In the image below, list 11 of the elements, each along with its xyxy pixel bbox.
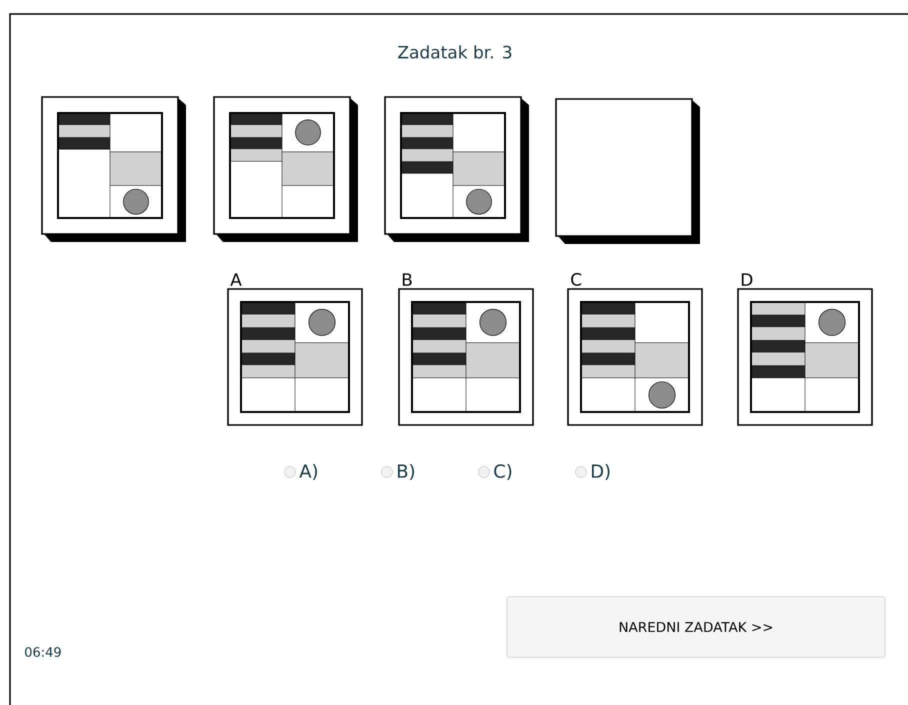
- option-letter: C: [571, 272, 582, 286]
- option-letter: A: [230, 273, 242, 286]
- radio-option: D): [575, 464, 610, 480]
- option-letter: B: [402, 273, 412, 286]
- radio-option: A): [284, 464, 317, 480]
- next-button: NAREDNI ZADATAK >>: [506, 596, 886, 658]
- radio-option: C): [478, 464, 512, 480]
- page-title: Zadatak br. 3: [398, 45, 512, 59]
- radio-option: B): [381, 464, 414, 480]
- timer-text: 06:49: [25, 647, 61, 657]
- option-letter: D: [742, 273, 752, 286]
